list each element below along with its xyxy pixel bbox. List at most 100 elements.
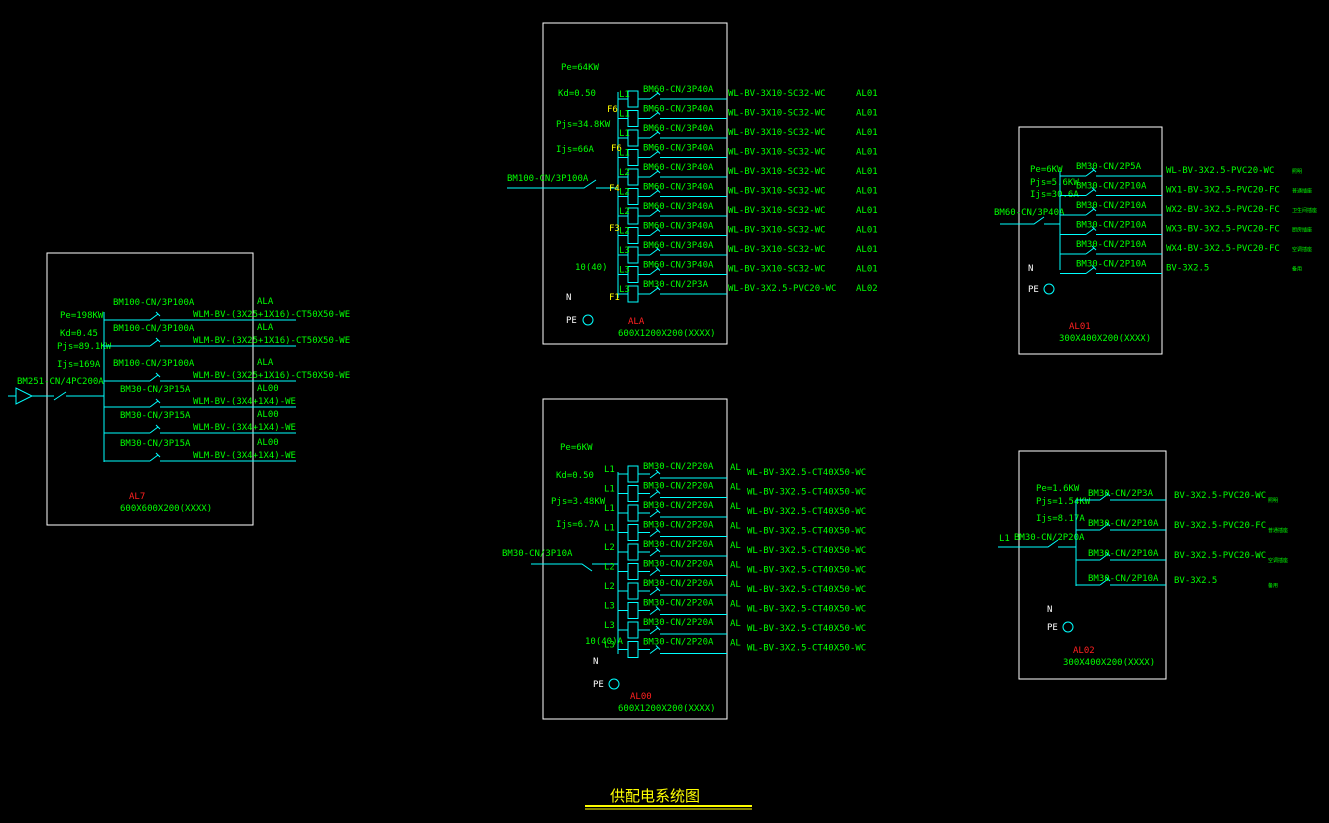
panel-al00-frame [542,398,728,720]
al02-branch-cable: BV-3X2.5-PVC20-FC [1174,521,1266,531]
al01-param-ijs: Ijs=30.6A [1030,190,1079,200]
al02-branch-note: 空调插座 [1268,557,1288,564]
ala-branch-phase: L2 [619,188,630,198]
al00-branch-breaker: BM30-CN/2P20A [643,540,714,550]
al7-branch-breaker: BM100-CN/3P100A [113,359,195,369]
ala-branch-cable: WL-BV-3X10-SC32-WC [728,128,826,138]
ala-branch-code: AL01 [856,187,878,197]
al7-branch-cable: WLM-BV-(3X25+1X16)-CT50X50-WE [193,310,350,320]
al00-branch-code: AL [730,502,741,512]
ala-branch-code: AL01 [856,245,878,255]
al00-branch-code: AL [730,561,741,571]
al7-param-kd: Kd=0.45 [60,329,98,339]
ala-main-switch-icon [507,179,618,189]
ala-param-kd: Kd=0.50 [558,89,596,99]
al01-branch-cable: WX3-BV-3X2.5-PVC20-FC [1166,225,1280,235]
ala-branch-code: AL01 [856,206,878,216]
al01-ground-icon [1043,283,1055,295]
al01-param-pe: Pe=6KW [1030,165,1063,175]
al00-branch-cable: WL-BV-3X2.5-CT40X50-WC [747,605,866,615]
al02-ground-icon [1062,621,1074,633]
al01-breaker-icon [1085,226,1097,235]
al00-surge-rating: 10(40)A [585,637,624,647]
al02-branch-note: 备用 [1268,582,1278,589]
ala-fuse-label-2: F6 [611,144,622,154]
al00-breaker-icon [649,528,661,537]
al01-branch-cable: WX1-BV-3X2.5-PVC20-FC [1166,186,1280,196]
ala-branch-cable: WL-BV-3X10-SC32-WC [728,89,826,99]
al00-branch-code: AL [730,522,741,532]
ala-branch-code: AL01 [856,167,878,177]
ala-branch-breaker: BM60-CN/3P40A [643,144,714,154]
al00-branch-phase: L3 [604,621,615,631]
ala-branch-breaker: BM60-CN/3P40A [643,202,714,212]
al7-breaker-icon [149,398,161,408]
al02-incoming-breaker: BM30-CN/2P20A [1014,533,1085,543]
al00-branch-cable: WL-BV-3X2.5-CT40X50-WC [747,527,866,537]
ala-branch-cable: WL-BV-3X10-SC32-WC [728,245,826,255]
al7-param-ijs: Ijs=169A [57,360,101,370]
ala-branch-phase: L3 [619,246,630,256]
al7-branch-code: AL00 [257,410,279,420]
al00-branch-phase: L1 [604,524,615,534]
panel-al00: Pe=6KW Kd=0.50 Pjs=3.48KW Ijs=6.7A BM30-… [502,398,866,720]
al00-meter-icon [627,524,639,541]
al7-breaker-icon [149,452,161,462]
ala-param-pe: Pe=64KW [561,63,600,73]
al7-breaker-icon [149,372,161,382]
ala-branch-phase: L1 [619,90,630,100]
al00-panel-name: AL00 [630,692,652,702]
al00-meter-icon [627,621,639,639]
al02-branch-note: 普通插座 [1268,527,1288,534]
al00-breaker-icon [649,606,661,615]
al00-branch-code: AL [730,580,741,590]
al7-branch-cable: WLM-BV-(3X25+1X16)-CT50X50-WE [193,336,350,346]
al7-branch-code: AL00 [257,438,279,448]
al02-breaker-icon [1099,576,1111,586]
al00-meter-icon [627,465,639,483]
al01-branch-breaker: BM30-CN/2P10A [1076,201,1147,211]
al00-meter-icon [627,543,639,561]
ala-branch-code: AL01 [856,89,878,99]
al02-neutral-label: N [1047,605,1052,615]
al00-incoming-breaker: BM30-CN/3P10A [502,549,573,559]
al7-param-pe: Pe=198KW [60,311,104,321]
al7-branch-breaker: BM30-CN/3P15A [120,385,191,395]
ala-branch-breaker: BM60-CN/3P40A [643,163,714,173]
al00-branch-phase: L2 [604,543,615,553]
ala-branch-code: AL01 [856,148,878,158]
al00-ground-icon [608,678,620,690]
al01-branch-note: 卫生间插座 [1292,207,1317,214]
ala-branch-phase: L3 [619,285,630,295]
al01-breaker-icon [1085,167,1097,177]
ala-breaker-icon [649,149,661,158]
ala-breaker-icon [649,168,661,178]
ala-breaker-icon [649,285,661,295]
al00-branch-code: AL [730,463,741,473]
al02-param-pe: Pe=1.6KW [1036,484,1080,494]
al01-branch-note: 照明 [1292,169,1302,175]
al00-branch-breaker: BM30-CN/2P20A [643,599,714,609]
al00-param-pjs: Pjs=3.48KW [551,497,606,507]
al02-param-pjs: Pjs=1.54KW [1036,497,1091,507]
al00-meter-icon [627,504,639,522]
ala-breaker-icon [649,207,661,217]
al00-branch-phase: L2 [604,563,615,573]
ala-branch-cable: WL-BV-3X10-SC32-WC [728,187,826,197]
ala-branch-breaker: BM60-CN/3P40A [643,85,714,95]
al01-main-switch-icon [1000,216,1060,225]
al00-branch-phase: L1 [604,465,615,475]
drawing-title: 供配电系统图 [610,787,700,805]
ala-branch-cable: WL-BV-3X10-SC32-WC [728,109,826,119]
al00-param-ijs: Ijs=6.7A [556,520,600,530]
al02-branch-cable: BV-3X2.5 [1174,576,1217,586]
al00-branch-phase: L1 [604,504,615,514]
al01-neutral-label: N [1028,264,1033,274]
al00-branch-cable: WL-BV-3X2.5-CT40X50-WC [747,546,866,556]
al00-branch-phase: L1 [604,485,615,495]
ala-branch-breaker: BM60-CN/3P40A [643,105,714,115]
ala-breaker-icon [649,110,661,119]
al7-param-pjs: Pjs=89.1KW [57,342,112,352]
